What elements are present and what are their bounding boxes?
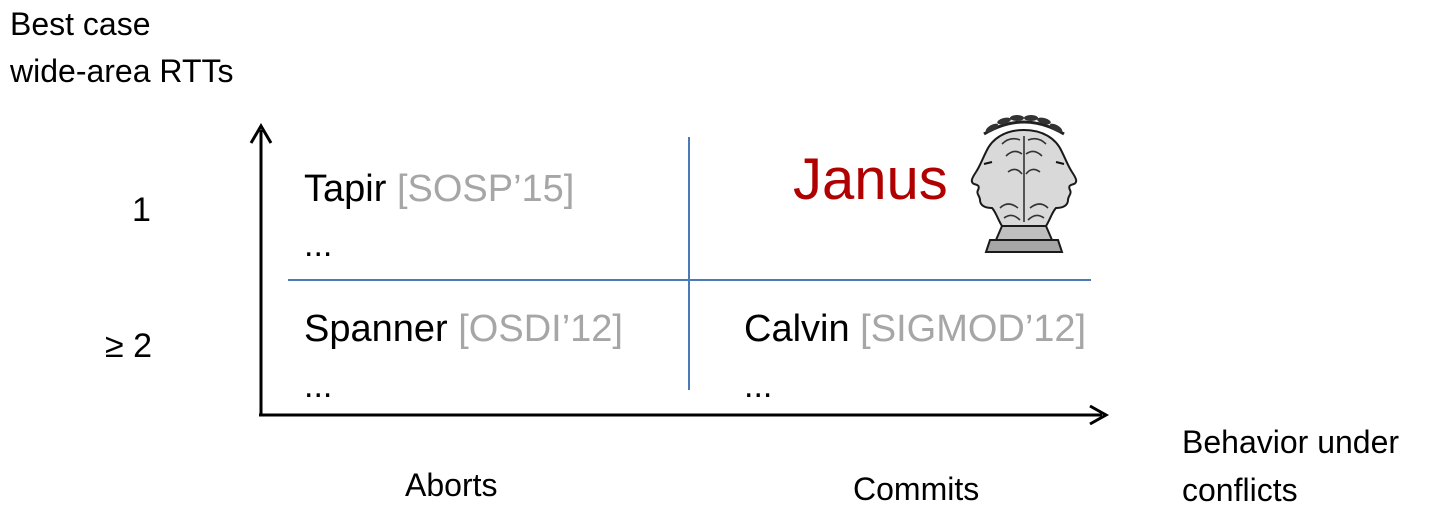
system-name-spanner: Spanner <box>304 308 448 350</box>
row-label-1: 1 <box>132 191 151 229</box>
more-systems-bottom-left: ... <box>304 367 333 405</box>
x-axis-label-line1: Behavior under <box>1182 424 1400 460</box>
more-systems-bottom-right: ... <box>744 367 773 405</box>
y-axis-arrowhead <box>249 123 273 144</box>
cell-bottom-right: Calvin [SIGMOD’12] <box>744 310 1086 348</box>
cell-top-left: Tapir [SOSP’15] <box>304 170 574 208</box>
column-label-commits: Commits <box>853 471 980 507</box>
y-axis-label-line2: wide-area RTTs <box>10 53 234 89</box>
more-systems-top-left: ... <box>304 226 333 264</box>
row-label-2: ≥ 2 <box>105 327 153 365</box>
x-axis-arrowhead <box>1089 404 1110 426</box>
system-name-janus: Janus <box>793 147 948 212</box>
x-axis-label-line2: conflicts <box>1182 472 1298 508</box>
column-label-aborts: Aborts <box>405 467 498 503</box>
reference-spanner: [OSDI’12] <box>458 308 623 350</box>
system-name-tapir: Tapir <box>304 168 387 210</box>
cell-bottom-left: Spanner [OSDI’12] <box>304 310 623 348</box>
reference-calvin: [SIGMOD’12] <box>860 308 1087 350</box>
y-axis-label-line1: Best case <box>10 6 151 42</box>
janus-two-faced-head-icon <box>970 115 1078 253</box>
system-name-calvin: Calvin <box>744 308 850 350</box>
reference-tapir: [SOSP’15] <box>396 168 575 210</box>
